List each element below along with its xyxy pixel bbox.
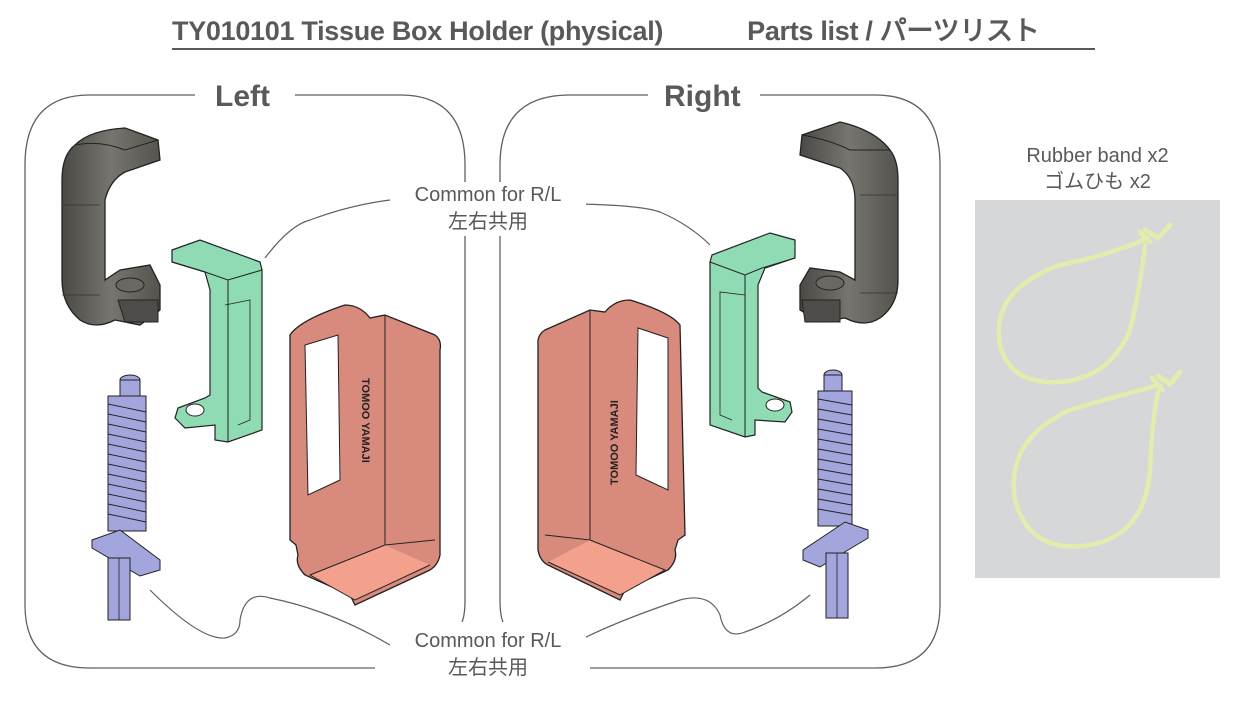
leader-line-top-left <box>264 199 391 259</box>
page-title: TY010101 Tissue Box Holder (physical) Par… <box>172 14 1095 50</box>
box-holder-left: TOMOO YAMAJI <box>289 304 442 606</box>
common-note-top-ja: 左右共用 <box>448 211 528 233</box>
common-note-bottom-ja: 左右共用 <box>448 657 528 679</box>
section-title: Parts list / パーツリスト <box>747 16 1040 46</box>
clamp-hook-left <box>61 127 161 326</box>
common-note-top-en: Common for R/L <box>414 184 562 206</box>
rubber-band-caption-en: Rubber band x2 <box>1026 145 1169 167</box>
box-holder-right: TOMOO YAMAJI <box>537 299 686 601</box>
rubber-band-caption-ja: ゴムひも x2 <box>1044 171 1151 193</box>
rubber-band-photo-drawing <box>975 200 1220 578</box>
photo-background <box>975 200 1220 578</box>
product-title: TY010101 Tissue Box Holder (physical) <box>172 16 664 46</box>
leader-line-bottom-right <box>579 594 811 641</box>
leader-line-top-right <box>574 203 711 246</box>
rubber-band-caption: Rubber band x2 ゴムひも x2 <box>975 143 1220 195</box>
divider-lines <box>461 599 504 623</box>
rubber-band-1 <box>996 235 1151 385</box>
rubber-band-2 <box>1011 382 1163 549</box>
common-note-bottom: Common for R/L 左右共用 <box>390 628 586 682</box>
common-note-bottom-en: Common for R/L <box>414 630 562 652</box>
screw-post-right <box>802 369 869 619</box>
engraving-right: TOMOO YAMAJI <box>609 400 621 485</box>
leader-line-bottom-left <box>149 589 391 646</box>
clamp-hook-right <box>799 121 899 324</box>
right-panel-label: Right <box>652 80 753 114</box>
slider-bracket-right <box>709 232 796 438</box>
screw-post-left <box>91 374 161 621</box>
engraving-left: TOMOO YAMAJI <box>359 378 371 463</box>
common-note-top: Common for R/L 左右共用 <box>390 182 586 236</box>
left-panel-label: Left <box>203 80 282 114</box>
left-panel-frame <box>24 94 466 669</box>
slider-bracket-left <box>171 239 263 443</box>
right-panel-frame <box>499 94 941 669</box>
